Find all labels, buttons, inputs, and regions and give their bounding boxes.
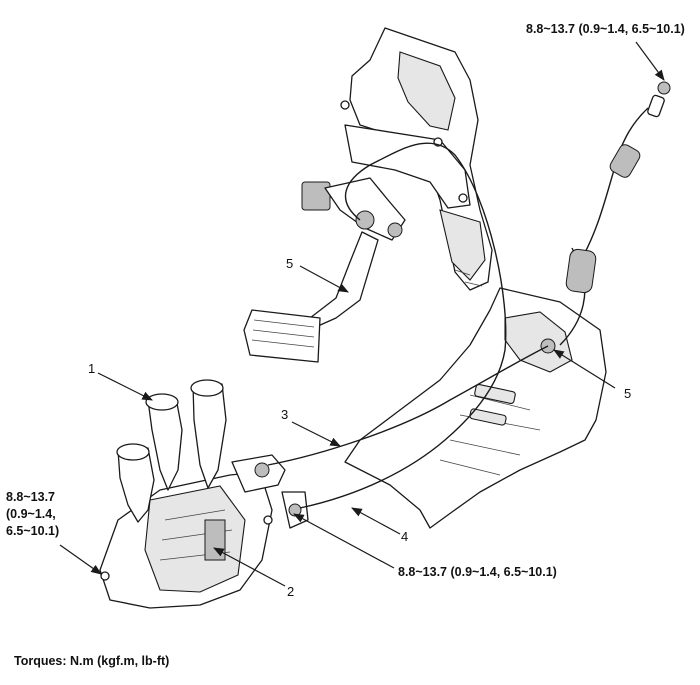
callout-5-pedal: 5: [286, 256, 293, 271]
torque-label-bottom: 8.8~13.7 (0.9~1.4, 6.5~10.1): [398, 565, 557, 579]
torque-label-left-line1: 8.8~13.7: [6, 490, 55, 504]
callout-2: 2: [287, 584, 294, 599]
callout-5-console: 5: [624, 386, 631, 401]
callout-1: 1: [88, 361, 95, 376]
callout-3: 3: [281, 407, 288, 422]
torque-label-left-line2: (0.9~1.4,: [6, 507, 56, 521]
shift-cables: [267, 81, 671, 509]
torque-units-footer: Torques: N.m (kgf.m, lb-ft): [14, 654, 169, 668]
shift-lever-assembly: [99, 379, 309, 609]
clutch-pedal: [243, 231, 379, 363]
callout-arrows: [59, 41, 665, 587]
torque-label-left-line3: 6.5~10.1): [6, 524, 59, 538]
console-body: [344, 287, 607, 529]
callout-4: 4: [401, 529, 408, 544]
torque-label-top-right: 8.8~13.7 (0.9~1.4, 6.5~10.1): [526, 22, 685, 36]
pedal-bracket: [301, 27, 493, 291]
